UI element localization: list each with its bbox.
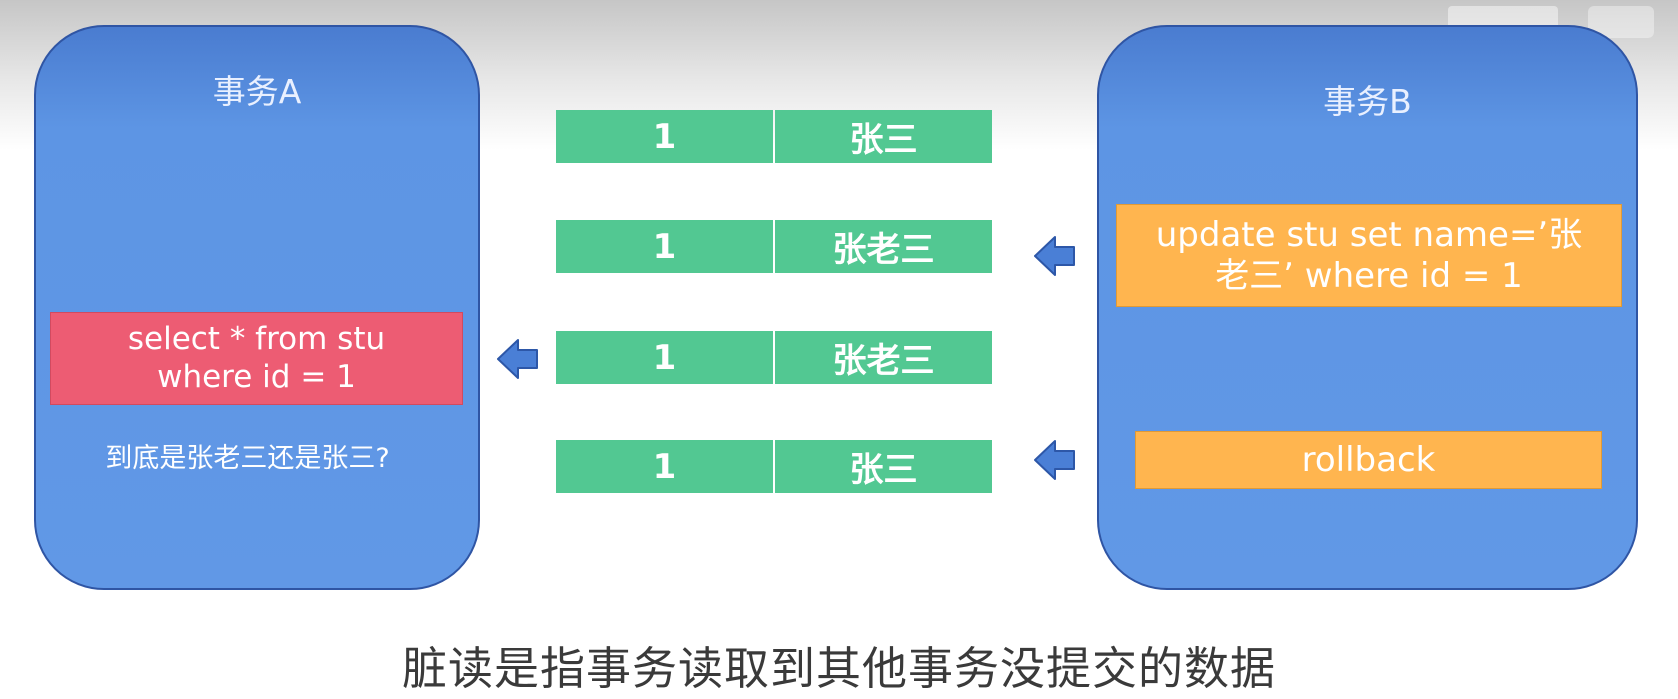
row-id-cell: 1 [556,331,773,384]
data-row: 1 张三 [556,110,992,163]
data-row: 1 张三 [556,440,992,493]
transaction-a-panel: 事务A [34,25,480,590]
question-text: 到底是张老三还是张三? [105,443,390,474]
row-id-cell: 1 [556,440,773,493]
left-arrow-icon [497,339,538,379]
transaction-a-title: 事务A [212,72,302,111]
select-query-box: select * from stu where id = 1 [50,312,463,405]
row-name-cell: 张三 [775,110,992,163]
data-row: 1 张老三 [556,220,992,273]
row-name-cell: 张三 [775,440,992,493]
data-row: 1 张老三 [556,331,992,384]
transaction-b-panel: 事务B [1097,25,1638,590]
left-arrow-icon [1034,236,1075,276]
left-arrow-icon [1034,440,1075,480]
dirty-read-caption: 脏读是指事务读取到其他事务没提交的数据 [401,642,1276,695]
rollback-box: rollback [1135,431,1602,489]
row-name-cell: 张老三 [775,220,992,273]
transaction-b-title: 事务B [1323,82,1412,121]
update-query-box: update stu set name=’张 老三’ where id = 1 [1116,204,1622,307]
row-name-cell: 张老三 [775,331,992,384]
row-id-cell: 1 [556,220,773,273]
row-id-cell: 1 [556,110,773,163]
